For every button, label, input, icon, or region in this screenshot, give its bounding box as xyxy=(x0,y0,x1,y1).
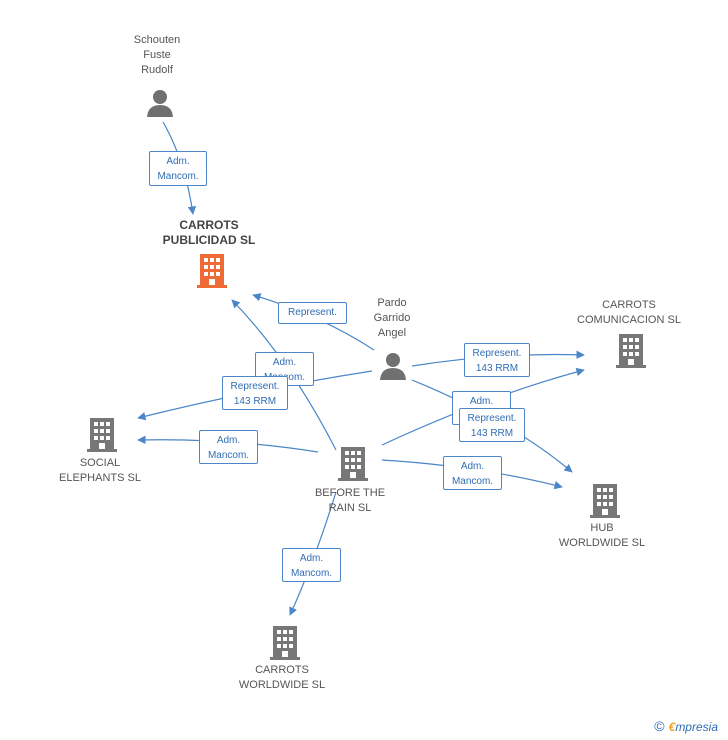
edge-label[interactable]: Represent. xyxy=(278,302,347,324)
brand-footer: ©€mpresia xyxy=(654,718,718,734)
building-icon[interactable] xyxy=(616,334,646,368)
building-icon[interactable] xyxy=(197,254,227,288)
node-label-carrots-publicidad[interactable]: CARROTS PUBLICIDAD SL xyxy=(162,218,256,247)
node-label-schouten[interactable]: Schouten Fuste Rudolf xyxy=(133,34,181,76)
edge-label[interactable]: Adm. Mancom. xyxy=(149,151,207,186)
node-label-carrots-comunicacion[interactable]: CARROTS COMUNICACION SL xyxy=(577,299,681,326)
edge-label[interactable]: Adm. Mancom. xyxy=(199,430,258,464)
node-label-hub-worldwide[interactable]: HUB WORLDWIDE SL xyxy=(558,522,646,549)
building-icon[interactable] xyxy=(590,484,620,518)
edge-label[interactable]: Adm. Mancom. xyxy=(443,456,502,490)
node-label-before-the-rain[interactable]: BEFORE THE RAIN SL xyxy=(314,487,386,514)
node-label-social-elephants[interactable]: SOCIAL ELEPHANTS SL xyxy=(59,457,141,484)
person-icon[interactable] xyxy=(146,88,174,118)
edge-label[interactable]: Represent. 143 RRM xyxy=(464,343,530,377)
building-icon[interactable] xyxy=(270,626,300,660)
edge-label[interactable]: Represent. 143 RRM xyxy=(459,408,525,442)
node-label-carrots-worldwide[interactable]: CARROTS WORLDWIDE SL xyxy=(238,664,326,691)
brand-logo-initial: € xyxy=(668,720,676,734)
building-icon[interactable] xyxy=(87,418,117,452)
copyright-icon: © xyxy=(654,718,665,734)
node-label-pardo[interactable]: Pardo Garrido Angel xyxy=(373,297,411,339)
brand-logo-text: mpresia xyxy=(675,720,718,734)
person-icon[interactable] xyxy=(379,351,407,381)
building-icon[interactable] xyxy=(338,447,368,481)
edge-label[interactable]: Represent. 143 RRM xyxy=(222,376,288,410)
edge-label[interactable]: Adm. Mancom. xyxy=(282,548,341,582)
